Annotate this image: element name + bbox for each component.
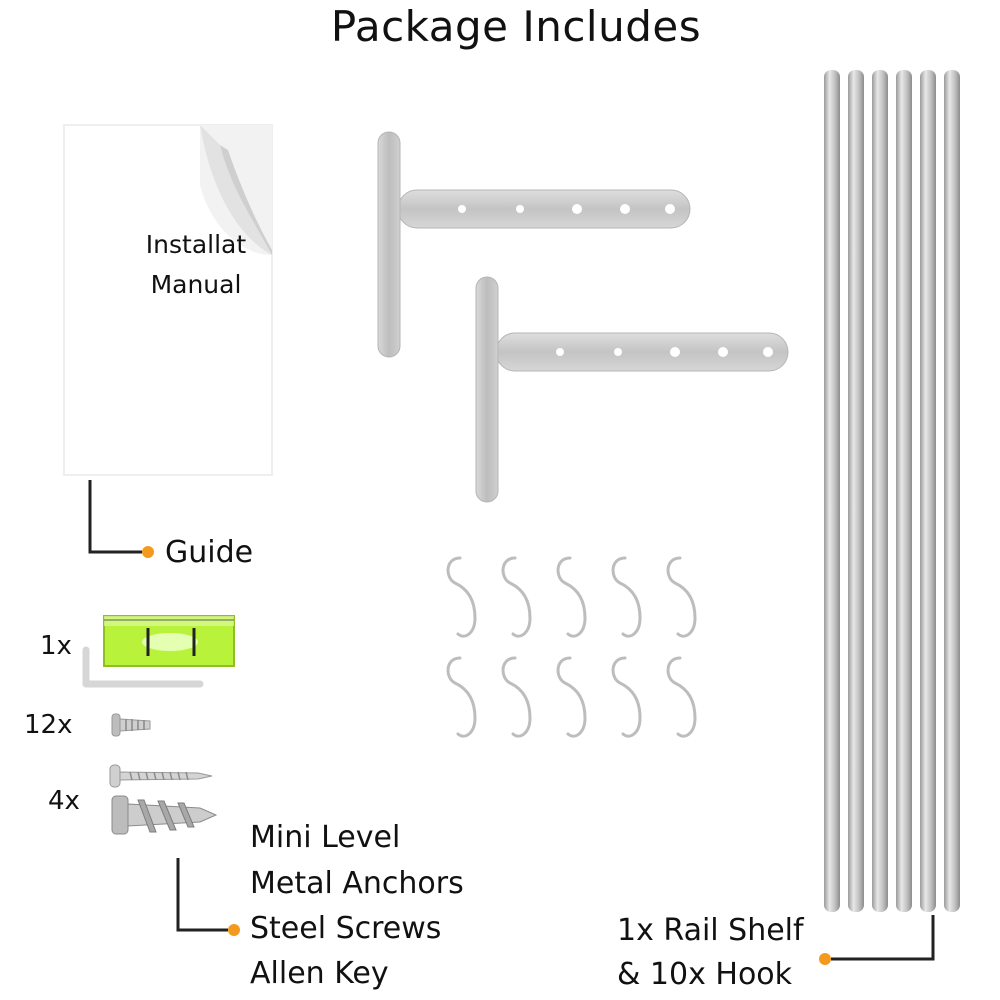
screws-quantity: 12x [24,710,73,740]
guide-callout-line [88,480,154,558]
manual-title-line1: Installat [145,230,247,259]
long-screw-icon [109,764,213,788]
rail-callout-line [819,915,935,965]
manual-title-line2: Manual [150,270,242,299]
rail-rods-icon [824,70,960,912]
installation-manual-icon [63,124,273,476]
anchors-quantity: 4x [48,786,80,816]
bracket-top-icon [377,131,691,358]
rail-label-line2: & 10x Hook [617,957,793,992]
rail-label-line1: 1x Rail Shelf [617,913,804,948]
hardware-label-mini-level: Mini Level [250,820,401,855]
mini-level-icon [103,615,235,667]
hardware-callout-line [176,858,240,936]
page-title: Package Includes [330,2,702,51]
hardware-label-allen-key: Allen Key [250,956,389,991]
small-screw-icon [111,713,151,737]
hardware-label-metal-anchors: Metal Anchors [250,866,464,901]
bracket-bottom-icon [475,276,789,503]
guide-label: Guide [165,535,254,570]
s-hooks-icon [446,556,697,738]
hardware-label-steel-screws: Steel Screws [250,911,442,946]
level-quantity: 1x [40,631,72,661]
allen-key-icon [82,646,204,688]
metal-anchor-icon [111,795,218,835]
